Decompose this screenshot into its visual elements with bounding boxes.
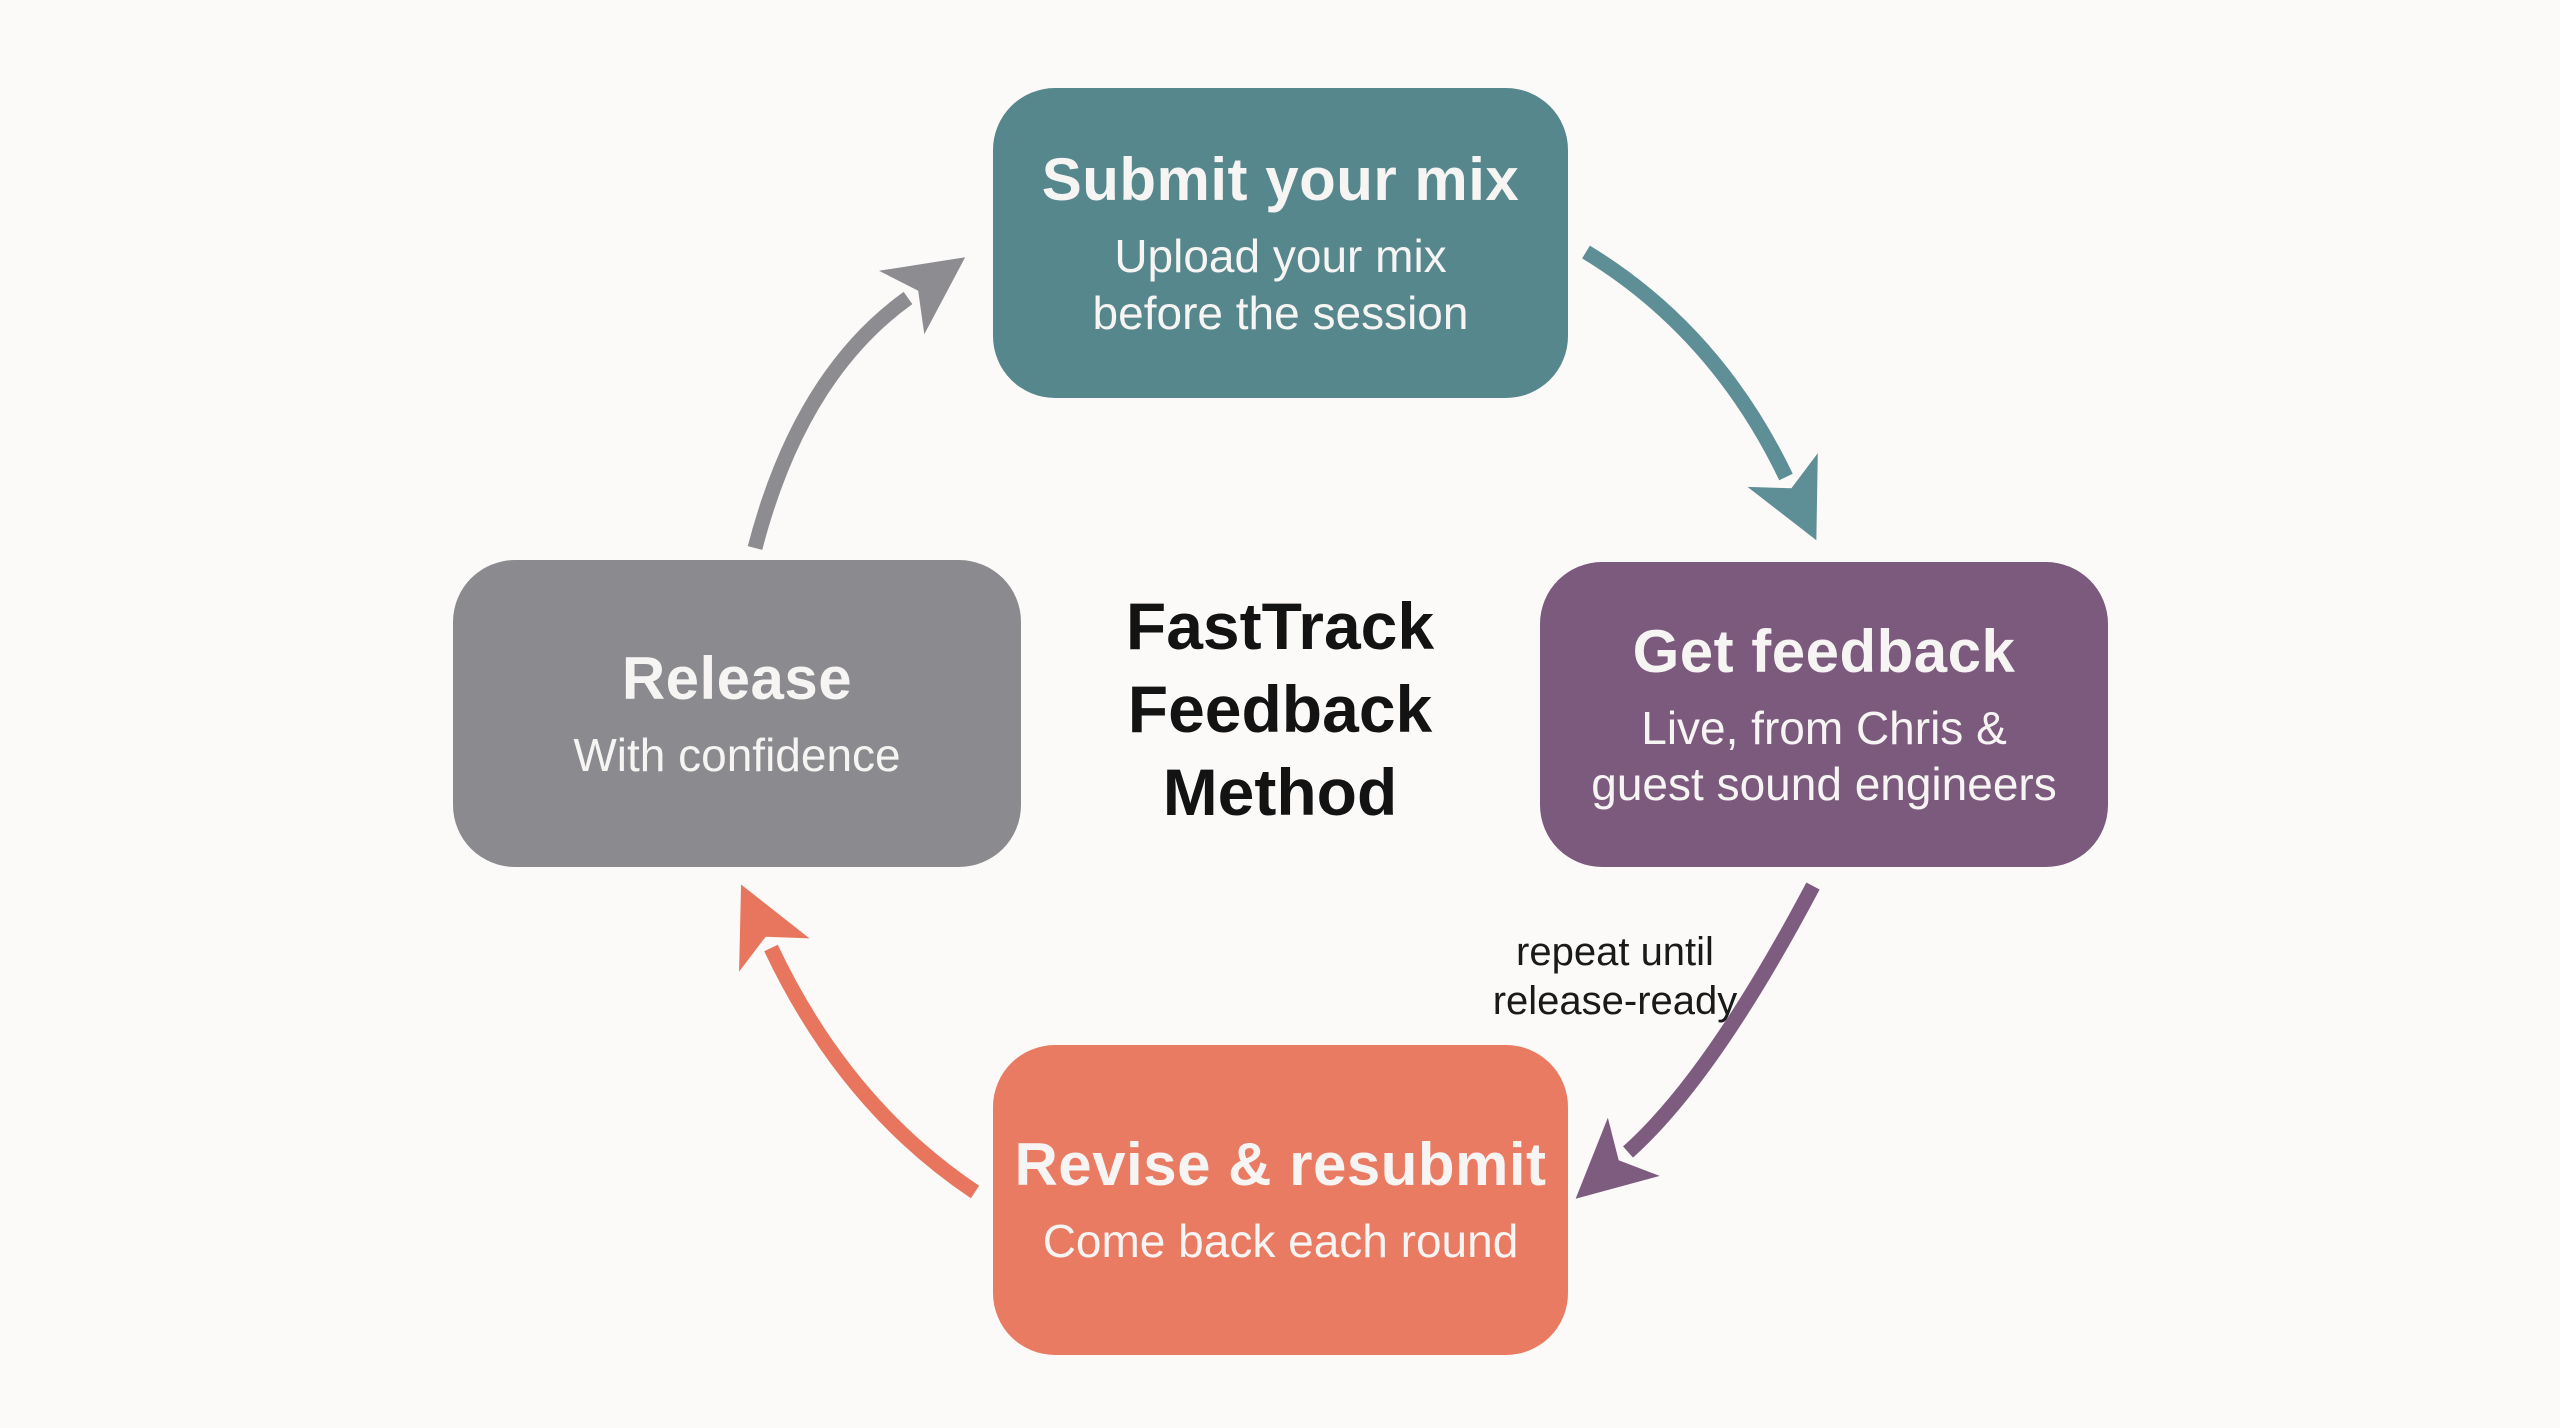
- step-subtitle: Live, from Chris & guest sound engineers: [1591, 701, 2057, 810]
- step-subtitle: Come back each round: [1042, 1215, 1519, 1268]
- step-box-release: Release With confidence: [453, 560, 1021, 867]
- step-box-get-feedback: Get feedback Live, from Chris & guest so…: [1540, 562, 2108, 867]
- arrow-release-to-submit: [747, 257, 966, 550]
- repeat-annotation: repeat until release-ready: [1492, 930, 1738, 1023]
- arrow-revise-to-release: [739, 884, 980, 1199]
- step-title: Release: [621, 644, 853, 712]
- step-title: Revise & resubmit: [1014, 1131, 1547, 1199]
- step-title: Get feedback: [1632, 617, 2016, 685]
- step-box-submit-your-mix: Submit your mix Upload your mix before t…: [993, 88, 1568, 398]
- arrow-submit-to-feedback: [1582, 245, 1818, 541]
- step-subtitle: Upload your mix before the session: [1092, 230, 1469, 339]
- step-subtitle: With confidence: [573, 728, 901, 781]
- arrow-feedback-to-revise: [1575, 882, 1820, 1199]
- step-box-revise-and-resubmit: Revise & resubmit Come back each round: [993, 1045, 1568, 1355]
- diagram-title: FastTrack Feedback Method: [1125, 589, 1435, 830]
- step-title: Submit your mix: [1041, 146, 1520, 214]
